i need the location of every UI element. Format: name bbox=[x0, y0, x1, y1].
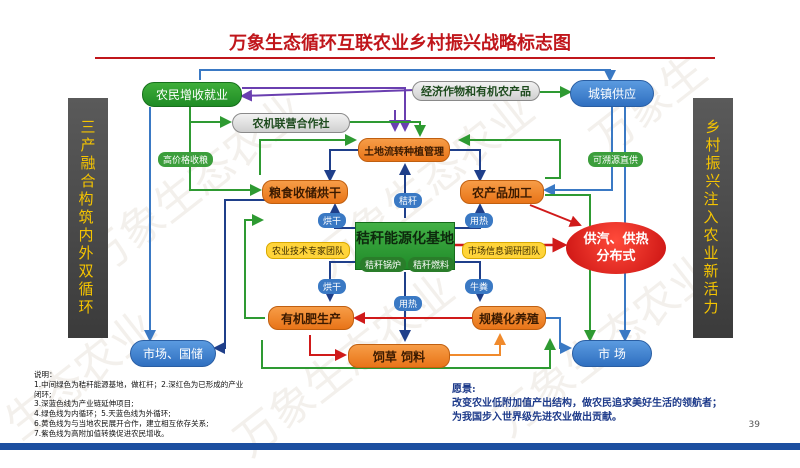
node-steam-heat-label: 供汽、供热分布式 bbox=[583, 232, 649, 264]
tag-heat-use-1: 用热 bbox=[465, 213, 494, 228]
notes-heading: 说明： bbox=[34, 370, 57, 379]
notes-line: 1.中间绿色为秸秆能源基地，做杠杆；2.深红色为已形成的产业 bbox=[34, 379, 244, 389]
node-land-transfer: 土地流转种植管理 bbox=[358, 138, 450, 162]
notes-line: 6.黄色线为与当地农民展开合作，建立相互依存关系; bbox=[34, 418, 209, 428]
tag-high-price: 高价格收粮 bbox=[158, 152, 214, 167]
node-agro-processing: 农产品加工 bbox=[460, 180, 544, 204]
left-panel-line2: 构筑内外双循环 bbox=[76, 191, 95, 317]
title-underline bbox=[95, 57, 715, 59]
node-steam-heat: 供汽、供热分布式 bbox=[566, 222, 666, 274]
tag-market-team: 市场信息调研团队 bbox=[462, 242, 547, 259]
tag-straw-up: 秸秆 bbox=[394, 193, 423, 208]
node-grain-storage: 粮食收储烘干 bbox=[262, 180, 348, 204]
tag-straw-boiler: 秸秆锅炉 bbox=[360, 257, 407, 272]
tag-heat-use-2: 用热 bbox=[394, 296, 423, 311]
tag-straw-fuel: 秸秆燃料 bbox=[408, 257, 455, 272]
tag-drying-2: 烘干 bbox=[318, 279, 347, 294]
node-livestock: 规模化养殖 bbox=[472, 306, 546, 330]
right-panel-line1: 乡村振兴 bbox=[703, 119, 722, 191]
node-straw-base-label: 秸秆能源化基地 bbox=[356, 231, 454, 247]
left-panel-line1: 三产融合 bbox=[78, 119, 97, 191]
legend-notes: 说明： 1.中间绿色为秸秆能源基地，做杠杆；2.深红色为已形成的产业 闭环; 3… bbox=[34, 370, 243, 439]
tag-expert-team: 农业技术专家团队 bbox=[266, 242, 351, 259]
vision-line-1: 改变农业低附加值产出结构，做农民追求美好生活的领航者； bbox=[452, 398, 722, 409]
node-urban-supply: 城镇供应 bbox=[570, 80, 654, 107]
vision-line-2: 为我国步入世界级先进农业做出贡献。 bbox=[452, 412, 622, 423]
vision-block: 愿景: 改变农业低附加值产出结构，做农民追求美好生活的领航者； 为我国步入世界级… bbox=[452, 383, 722, 425]
notes-line: 3.深蓝色线为产业链延伸项目; bbox=[34, 399, 134, 409]
tag-cow-dung: 牛粪 bbox=[465, 279, 494, 294]
tag-traceable: 可溯源直供 bbox=[588, 152, 644, 167]
notes-line: 7.紫色线为高附加值转换促进农民增收。 bbox=[34, 428, 169, 438]
node-machinery-coop: 农机联营合作社 bbox=[232, 113, 350, 133]
right-panel: 乡村振兴 注入农业新活力 bbox=[693, 98, 733, 338]
node-organic-fert: 有机肥生产 bbox=[268, 306, 354, 330]
notes-line: 4.绿色线为内循环；5.天蓝色线为外循环; bbox=[34, 409, 171, 419]
page-number: 39 bbox=[748, 420, 760, 430]
node-feed: 饲草 饲料 bbox=[348, 344, 450, 368]
vision-heading: 愿景: bbox=[452, 384, 476, 395]
node-cash-crops: 经济作物和有机农产品 bbox=[412, 81, 540, 101]
notes-line: 闭环; bbox=[34, 389, 52, 399]
node-market-reserve: 市场、国储 bbox=[130, 340, 216, 367]
left-panel: 三产融合 构筑内外双循环 bbox=[68, 98, 108, 338]
right-panel-line2: 注入农业新活力 bbox=[701, 191, 720, 317]
node-market: 市 场 bbox=[572, 340, 652, 367]
node-farmer-income: 农民增收就业 bbox=[142, 82, 242, 107]
tag-drying-1: 烘干 bbox=[318, 213, 347, 228]
page-title: 万象生态循环互联农业乡村振兴战略标志图 bbox=[229, 33, 571, 54]
bottom-bar bbox=[0, 443, 800, 450]
